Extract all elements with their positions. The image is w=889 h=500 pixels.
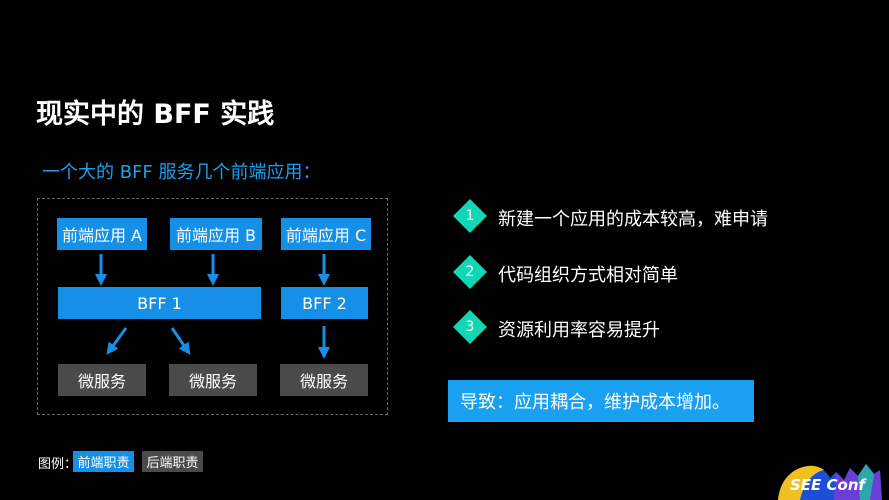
- bff-2-box: BFF 2: [281, 287, 368, 319]
- bff-1-box: BFF 1: [58, 287, 261, 319]
- see-conf-logo-text: SEE Conf: [790, 476, 866, 494]
- microservice-box-2: 微服务: [169, 364, 257, 396]
- frontend-app-b: 前端应用 B: [170, 218, 262, 250]
- point-3-text: 资源利用率容易提升: [498, 320, 660, 341]
- legend-label: 图例：: [38, 457, 78, 472]
- see-conf-logo-icon: [778, 464, 882, 500]
- frontend-app-c: 前端应用 C: [281, 218, 371, 250]
- slide-title: 现实中的 BFF 实践: [36, 99, 275, 130]
- architecture-diagram-frame: [37, 198, 388, 415]
- point-3-number: 3: [465, 319, 475, 335]
- microservice-box-1: 微服务: [58, 364, 146, 396]
- slide-subtitle: 一个大的 BFF 服务几个前端应用：: [42, 162, 321, 183]
- point-2-text: 代码组织方式相对简单: [498, 265, 678, 286]
- conclusion-banner: 导致：应用耦合，维护成本增加。: [448, 380, 754, 422]
- point-1-number: 1: [465, 208, 475, 224]
- point-1-text: 新建一个应用的成本较高，难申请: [498, 209, 768, 230]
- microservice-box-3: 微服务: [280, 364, 368, 396]
- frontend-app-a: 前端应用 A: [57, 218, 147, 250]
- legend-frontend-chip: 前端职责: [73, 451, 134, 472]
- point-2-number: 2: [465, 264, 475, 280]
- legend-backend-chip: 后端职责: [142, 451, 203, 472]
- point-2-diamond-icon: 2: [453, 255, 487, 289]
- point-1-diamond-icon: 1: [453, 199, 487, 233]
- point-3-diamond-icon: 3: [453, 310, 487, 344]
